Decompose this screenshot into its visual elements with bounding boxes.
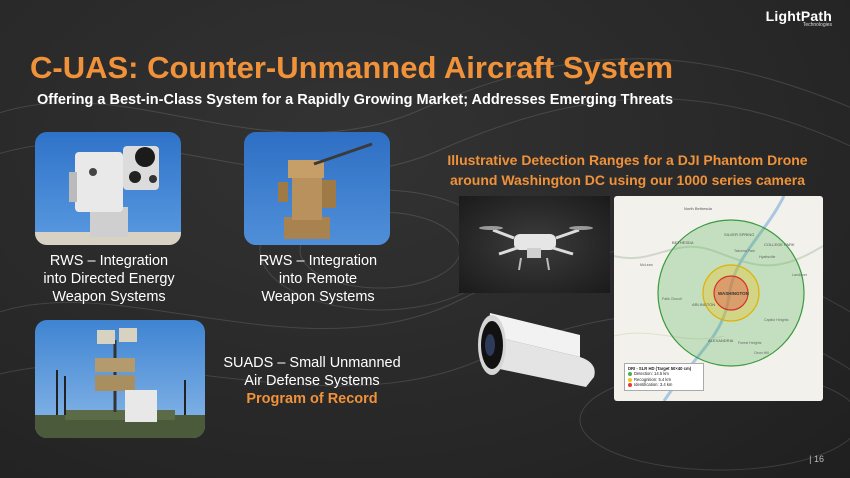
map-label: BETHESDA [672,240,694,245]
caption-line: Air Defense Systems [244,373,380,389]
caption-suads: SUADS – Small Unmanned Air Defense Syste… [210,354,414,408]
program-of-record-label: Program of Record [246,391,378,407]
slide-subtitle: Offering a Best-in-Class System for a Ra… [37,92,674,108]
caption-line: RWS – Integration [49,253,169,269]
map-label: McLean [640,263,653,267]
map-label: Hyattsville [759,255,775,259]
map-label: ARLINGTON [692,302,715,307]
caption-line: Weapon Systems [52,289,166,305]
map-label: Takoma Park [734,249,755,253]
company-logo: LightPath Technologies [754,8,832,28]
photo-directed-energy-rws [35,132,181,245]
thermal-drone-image [459,196,610,293]
photo-suads [35,320,205,438]
map-label: Falls Church [662,297,682,301]
legend-dot [628,383,632,388]
slide-title: C-UAS: Counter-Unmanned Aircraft System [30,50,674,85]
suads-illustration [35,328,205,438]
logo-brand-text: LightPath [765,8,832,24]
caption-directed-energy: RWS – Integration into Directed Energy W… [30,252,188,306]
logo-sub-text: Technologies [802,22,832,28]
caption-line: RWS – Integration [258,253,378,269]
caption-line: into Remote [278,271,358,287]
drone-icon [479,226,593,271]
caption-line: into Directed Energy [43,271,175,287]
turret-illustration [35,146,181,245]
caption-line: Weapon Systems [261,289,375,305]
page-number: | 16 [809,454,824,464]
logo-crescent-icon [755,11,761,21]
legend-dot [628,377,632,382]
camera-1000-series-image [470,305,605,397]
map-label: Landover [792,273,808,277]
map-label: North Bethesda [684,206,713,211]
legend-item-recognition: Recognition: 5.4 km [628,377,700,383]
legend-title: DRI - SLR HD (Target 50×40 cm) [628,365,692,371]
remote-weapon-illustration [278,142,373,239]
detection-range-map: North Bethesda BETHESDA SILVER SPRING CO… [614,196,823,401]
caption-remote-weapon: RWS – Integration into Remote Weapon Sys… [238,252,398,306]
legend-item-detection: Detection: 14.5 km [628,371,700,377]
caption-line: SUADS – Small Unmanned [223,355,401,371]
map-label: Forest Heights [738,341,762,345]
camera-icon [478,313,595,387]
map-label: Capitol Heights [764,318,789,322]
legend-dot [628,372,632,377]
map-legend: DRI - SLR HD (Target 50×40 cm) Detection… [624,362,704,391]
photo-remote-weapon-rws [244,132,390,245]
map-label: WASHINGTON [718,291,749,296]
map-label: COLLEGE PARK [764,242,795,247]
map-label: SILVER SPRING [724,232,754,237]
detection-title: Illustrative Detection Ranges for a DJI … [447,152,808,188]
map-label: ALEXANDRIA [708,338,734,343]
range-rings: North Bethesda BETHESDA SILVER SPRING CO… [614,196,823,401]
map-label: Oxon Hill [754,351,769,355]
legend-item-identification: Identification: 3.4 km [628,382,700,388]
